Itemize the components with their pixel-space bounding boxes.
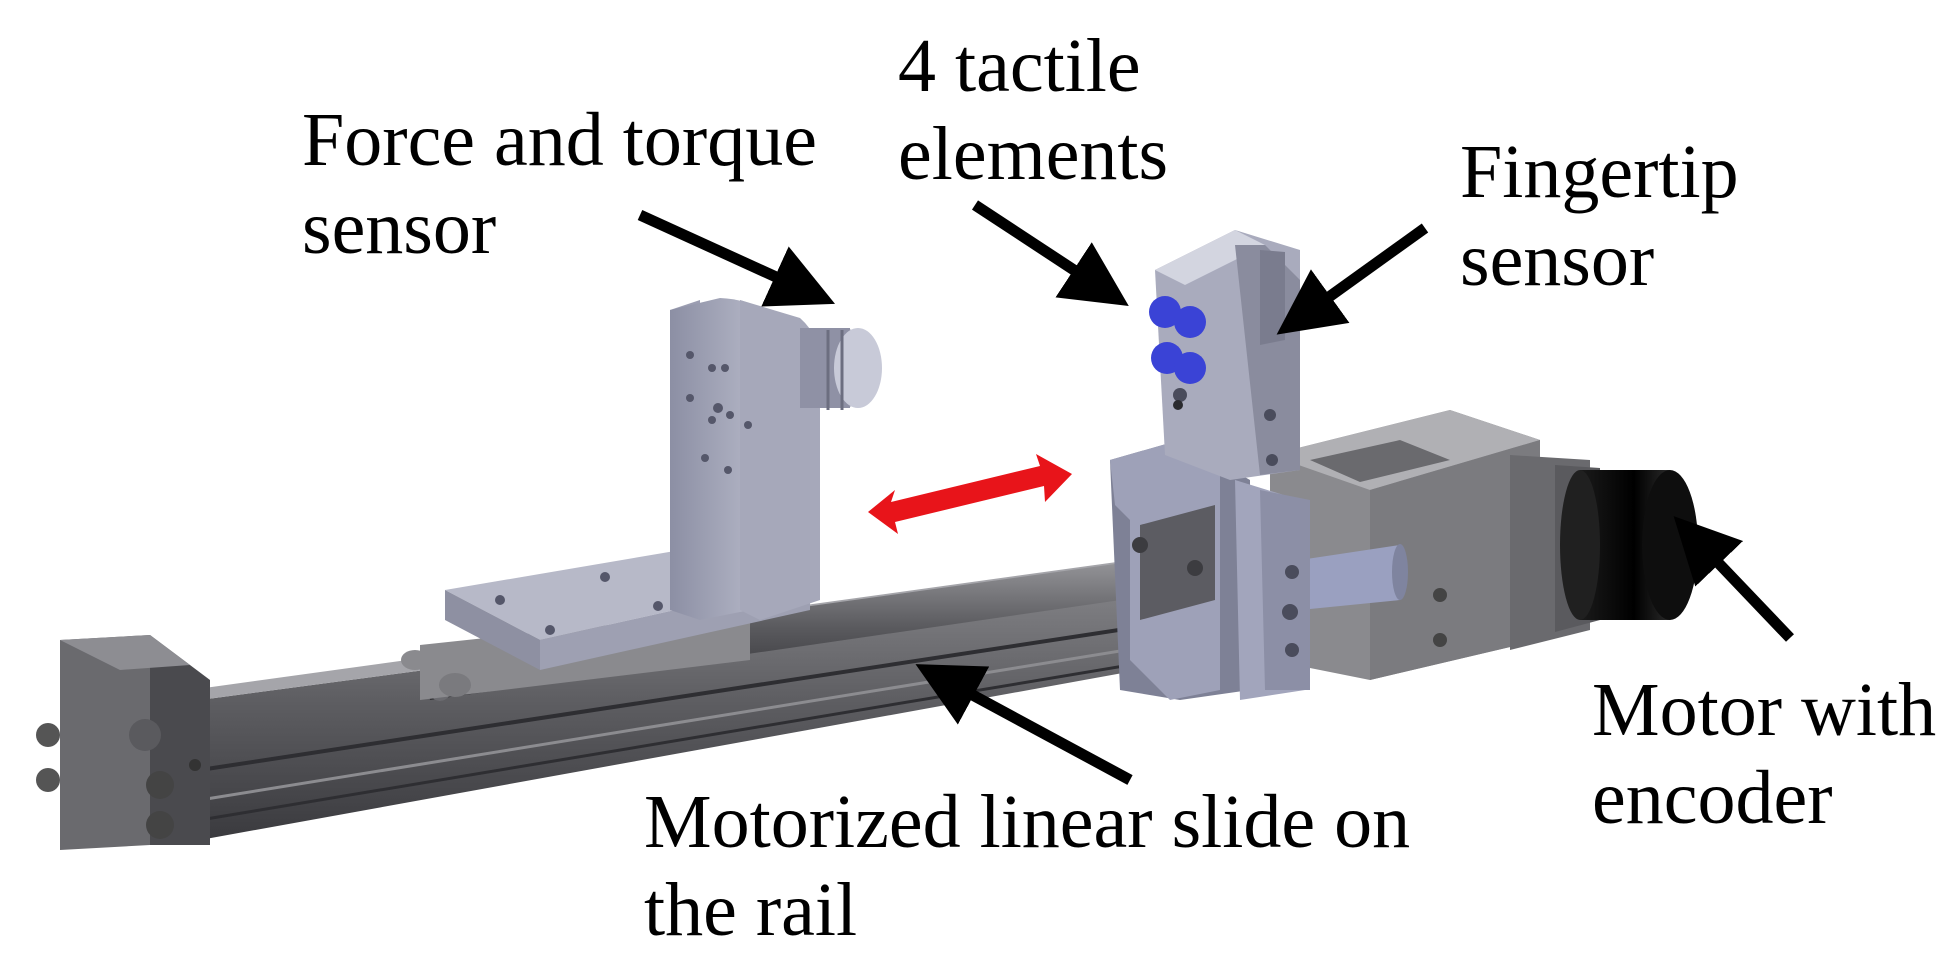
tactile-label-line1: 4 tactile xyxy=(898,24,1141,108)
tactile-element xyxy=(1149,296,1181,328)
callout-arrow-tactile xyxy=(971,200,1129,307)
callout-arrow-slide xyxy=(915,664,1133,785)
fingertip-label-line1: Fingertip xyxy=(1460,130,1739,214)
force-torque-label-line1: Force and torque xyxy=(302,98,817,182)
tactile-elements-label: 4 tactile elements xyxy=(898,22,1168,198)
slide-label-line2: the rail xyxy=(644,868,858,952)
force-torque-sensor-label: Force and torque sensor xyxy=(302,96,817,272)
callout-arrow-fingertip xyxy=(1276,223,1429,335)
linear-slide-label: Motorized linear slide on the rail xyxy=(644,778,1410,954)
callout-arrows xyxy=(637,200,1794,785)
sensor-carriage xyxy=(1110,440,1310,700)
fingertip-label-line2: sensor xyxy=(1460,218,1655,302)
tactile-element xyxy=(1174,306,1206,338)
fingertip-sensor-label: Fingertip sensor xyxy=(1460,128,1739,304)
tactile-element xyxy=(1174,352,1206,384)
force-torque-bracket xyxy=(445,295,882,670)
callout-arrow-force-torque xyxy=(637,209,836,307)
motor-cylinder xyxy=(1560,470,1698,620)
motor-label-line2: encoder xyxy=(1592,756,1833,840)
carriage-cylinder xyxy=(1300,544,1408,610)
double-headed-arrow-icon xyxy=(868,454,1072,534)
motor-housing xyxy=(1270,410,1600,680)
left-end-block xyxy=(36,635,210,850)
callout-arrow-motor xyxy=(1673,516,1794,642)
motor-encoder-label: Motor with encoder xyxy=(1592,666,1936,842)
tactile-label-line2: elements xyxy=(898,112,1169,196)
tactile-elements xyxy=(1149,296,1206,384)
motor-label-line1: Motor with xyxy=(1592,668,1937,752)
slide-label-line1: Motorized linear slide on xyxy=(644,780,1411,864)
force-torque-label-line2: sensor xyxy=(302,186,497,270)
